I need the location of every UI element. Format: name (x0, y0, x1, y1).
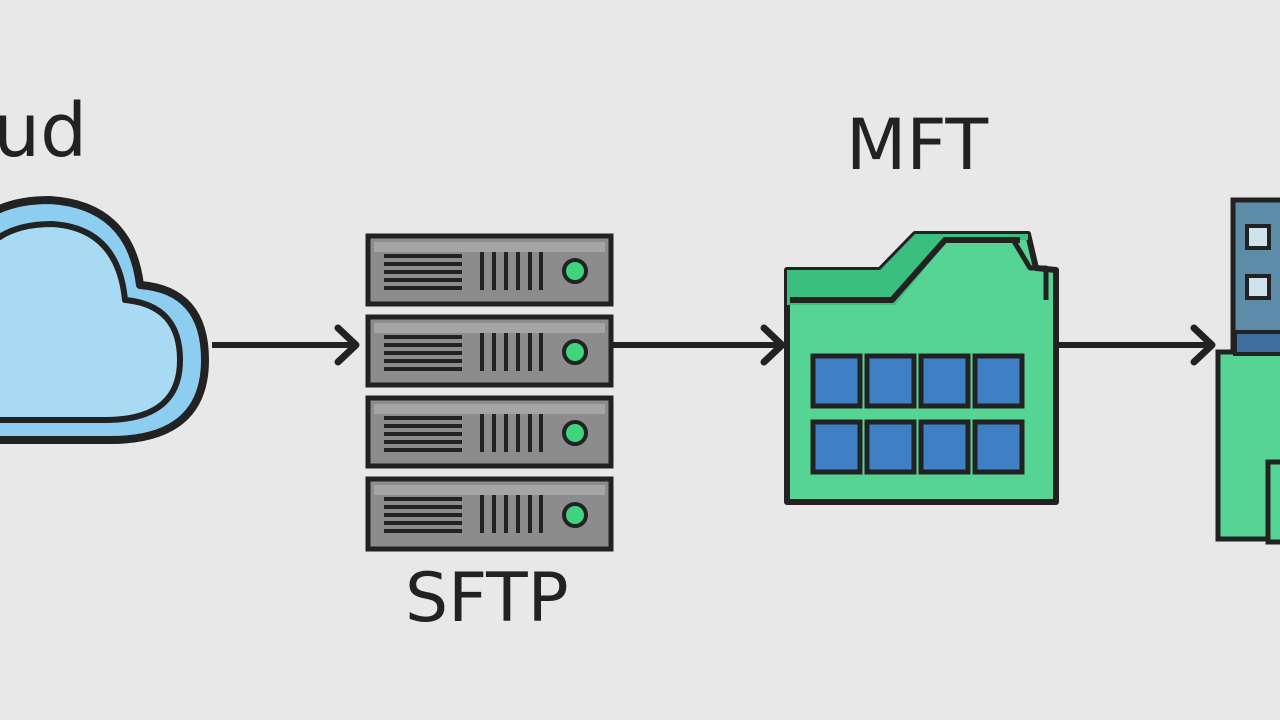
arrow-sftp-to-mft (613, 324, 786, 366)
arrow-mft-to-building (1058, 324, 1216, 366)
server-rack-icon (365, 233, 614, 552)
sftp-label: SFTP (405, 559, 569, 638)
server-unit (365, 233, 614, 307)
arrow-cloud-to-sftp (212, 324, 360, 366)
mft-label: MFT (846, 104, 989, 186)
cloud-icon (0, 196, 209, 444)
server-unit (365, 395, 614, 469)
server-unit (365, 476, 614, 552)
building-icon (1215, 197, 1280, 545)
folder-grid-icon (784, 231, 1059, 505)
cloud-label: oud (0, 88, 88, 174)
folder-tile-grid (810, 353, 1025, 475)
server-unit (365, 314, 614, 388)
